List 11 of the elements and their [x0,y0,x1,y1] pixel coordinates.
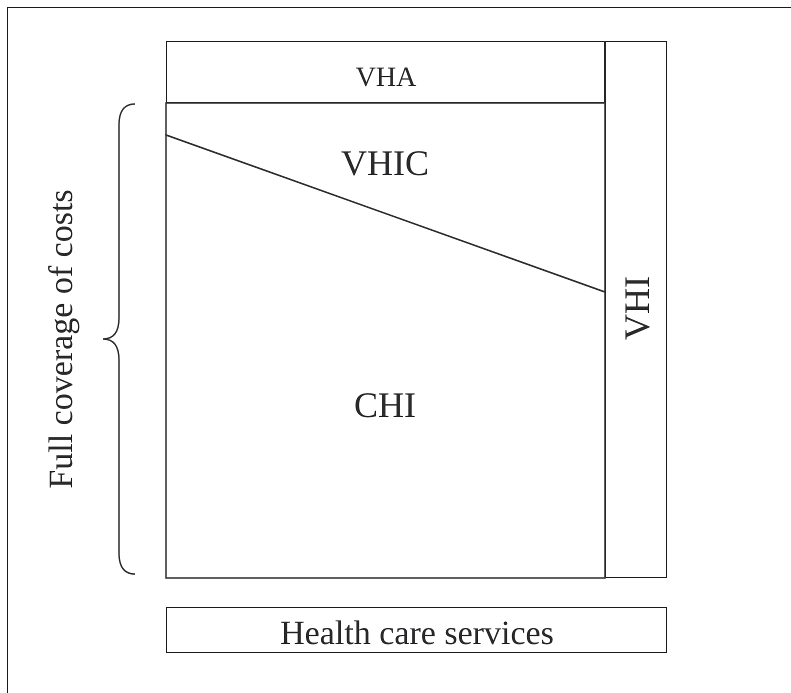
region-label: VHIC [341,145,429,181]
axis-label: Full coverage of costs [45,189,79,489]
region-label: CHI [354,387,416,423]
services-label: Health care services [280,617,554,651]
column-label: VHI [619,276,655,340]
plan-label: VHA [356,64,416,92]
services-box [166,607,667,653]
upper-triangle-region [166,103,605,292]
lower-region [166,135,605,578]
side-column-box [605,41,667,578]
plan-box [166,41,605,103]
